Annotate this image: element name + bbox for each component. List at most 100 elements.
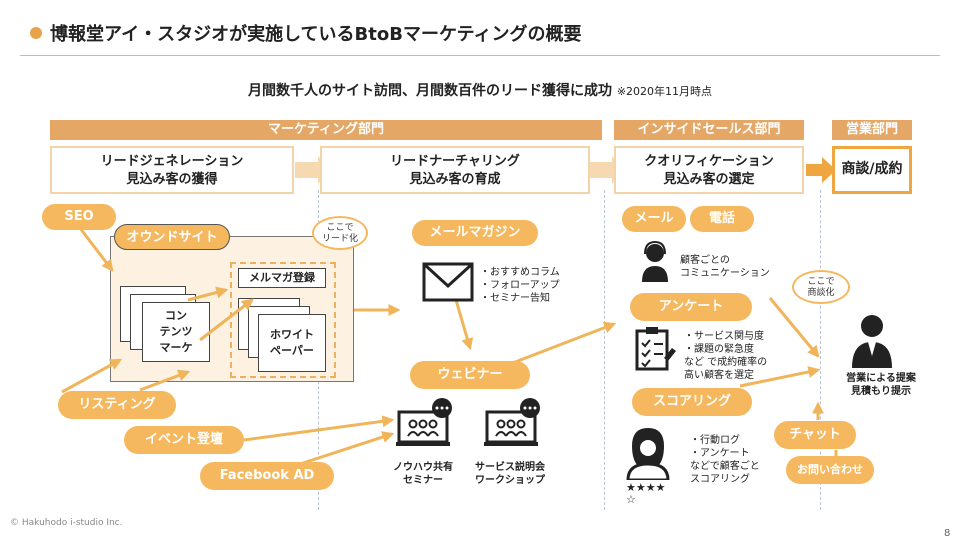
score-stars: ★★★★ ☆ (626, 482, 665, 506)
scoring-desc: ・行動ログ ・アンケート などで顧客ごと スコアリング (690, 434, 760, 486)
phone-desc-line: コミュニケーション (680, 268, 770, 279)
copyright: © Hakuhodo i-studio Inc. (10, 518, 123, 528)
subtitle-note: ※2020年11月時点 (616, 85, 713, 98)
title-divider (20, 55, 940, 56)
chat-pill: チャット (774, 421, 856, 449)
stage-qualification-desc: 見込み客の選定 (663, 172, 755, 187)
whitepaper-line: ペーパー (270, 344, 314, 357)
arrow-content-to-whitepaper (199, 298, 254, 342)
arrow-seo-to-site (78, 227, 114, 272)
channel-facebook-ad: Facebook AD (200, 462, 334, 490)
dept-sales: 営業部門 (832, 120, 912, 140)
owned-site-label: オウンドサイト (114, 224, 230, 250)
newsletter-signup-label: メルマガ登録 (238, 268, 326, 288)
contact-pill: お問い合わせ (786, 456, 874, 484)
dept-marketing: マーケティング部門 (50, 120, 602, 140)
survey-checklist-icon (635, 327, 676, 371)
dept-inside-sales: インサイドセールス部門 (614, 120, 804, 140)
seminar-label: ノウハウ共有 セミナー (388, 461, 458, 487)
workshop-label: サービス説明会 ワークショップ (468, 461, 552, 487)
title-bullet (30, 27, 42, 39)
column-divider (820, 190, 821, 510)
survey-pill: アンケート (630, 293, 752, 321)
arrow-event-to-seminar (243, 415, 395, 442)
workshop-screen-icon (484, 398, 540, 446)
arrow-newsletter-to-webinar (454, 299, 474, 351)
subtitle-text: 月間数千人のサイト訪問、月間数百件のリード獲得に成功 (247, 83, 612, 99)
newsletter-item: ・セミナー告知 (480, 293, 550, 304)
content-marketing-line: マーケ (159, 341, 193, 354)
sales-proposal: 営業による提案 見積もり提示 (836, 372, 926, 398)
newsletter-pill: メールマガジン (412, 220, 538, 246)
stage-lead-generation-title: リードジェネレーション (100, 154, 244, 169)
stage-qualification: クオリフィケーション 見込み客の選定 (614, 146, 804, 194)
bubble-line: リード化 (321, 234, 358, 244)
stage-lead-nurturing: リードナーチャリング 見込み客の育成 (320, 146, 590, 194)
channel-seo: SEO (42, 204, 116, 230)
seminar-line: セミナー (403, 475, 443, 486)
scoring-pill: スコアリング (632, 388, 752, 416)
workshop-line: サービス説明会 (475, 462, 545, 473)
mail-icon (422, 262, 474, 302)
survey-desc: ・サービス関与度 ・課題の緊急度 など で成約確率の 高い顧客を選定 (684, 330, 767, 382)
seminar-line: ノウハウ共有 (393, 462, 453, 473)
channel-listing: リスティング (58, 391, 176, 419)
whitepaper-doc: ホワイト ペーパー (258, 314, 326, 372)
bubble-line: 商談化 (807, 288, 835, 298)
stage-lead-nurturing-title: リードナーチャリング (390, 154, 520, 169)
stage-qualification-title: クオリフィケーション (644, 154, 774, 169)
stage-lead-generation-desc: 見込み客の獲得 (126, 172, 218, 187)
channel-event: イベント登壇 (124, 426, 244, 454)
salesperson-icon (852, 315, 892, 368)
sales-proposal-line: 営業による提案 (846, 373, 916, 384)
phone-pill: 電話 (690, 206, 754, 232)
page-title: 博報堂アイ・スタジオが実施しているBtoBマーケティングの概要 (50, 24, 582, 45)
sales-proposal-line: 見積もり提示 (851, 386, 911, 397)
arrow-webinar-to-qualify (509, 321, 617, 366)
bubble-line: ここで (326, 223, 354, 233)
deal-conversion-bubble: ここで 商談化 (792, 270, 850, 304)
newsletter-item: ・フォローアップ (480, 280, 560, 291)
mail-pill: メール (622, 206, 686, 232)
stage-closing: 商談/成約 (832, 146, 912, 194)
newsletter-items: ・おすすめコラム ・フォローアップ ・セミナー告知 (480, 266, 560, 305)
stage-lead-generation: リードジェネレーション 見込み客の獲得 (50, 146, 294, 194)
stage-arrow-3 (806, 157, 836, 183)
workshop-line: ワークショップ (475, 475, 545, 486)
customer-person-icon (626, 428, 670, 480)
arrow-scoring-to-deal (739, 366, 821, 388)
lead-conversion-bubble: ここで リード化 (312, 216, 368, 250)
scoring-desc-line: ・行動ログ (690, 435, 740, 446)
survey-desc-line: 高い顧客を選定 (684, 370, 754, 381)
arrow-listing-to-site (61, 358, 123, 394)
bubble-line: ここで (807, 277, 835, 287)
phone-desc: 顧客ごとの コミュニケーション (680, 254, 770, 280)
score-stars-empty: ☆ (626, 493, 636, 506)
seminar-screen-icon (396, 398, 452, 446)
phone-desc-line: 顧客ごとの (680, 255, 730, 266)
content-marketing-line: テンツ (159, 325, 193, 338)
scoring-desc-line: スコアリング (690, 474, 750, 485)
content-marketing-line: コン (165, 309, 187, 322)
stage-lead-nurturing-desc: 見込み客の育成 (409, 172, 501, 187)
scoring-desc-line: などで顧客ごと (690, 461, 760, 472)
subtitle: 月間数千人のサイト訪問、月間数百件のリード獲得に成功 ※2020年11月時点 (0, 80, 960, 100)
newsletter-signup-area (230, 262, 336, 378)
arrow-listing-to-content (139, 369, 191, 392)
webinar-pill: ウェビナー (410, 361, 530, 389)
survey-desc-line: ・課題の緊急度 (684, 344, 754, 355)
arrow-survey-to-deal (768, 297, 820, 358)
arrow-content-to-signup (187, 286, 229, 302)
survey-desc-line: ・サービス関与度 (684, 331, 764, 342)
content-marketing-doc: コン テンツ マーケ (142, 302, 210, 362)
operator-icon (642, 240, 668, 282)
arrow-facebook-to-seminar (299, 431, 395, 466)
page-number: 8 (944, 528, 951, 539)
newsletter-item: ・おすすめコラム (480, 267, 560, 278)
whitepaper-line: ホワイト (270, 328, 314, 341)
survey-desc-line: など で成約確率の (684, 357, 768, 368)
score-stars-filled: ★★★★ (626, 481, 666, 494)
scoring-desc-line: ・アンケート (690, 448, 750, 459)
column-divider (604, 190, 605, 510)
